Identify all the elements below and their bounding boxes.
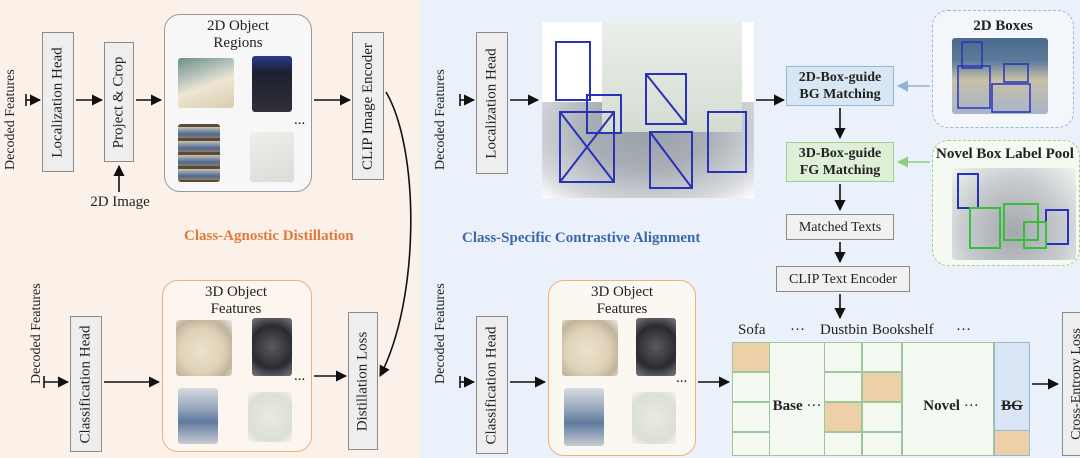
decoded-features-label-left-bottom: Decoded Features <box>29 283 44 384</box>
grid-cell-bookshelf-row4 <box>862 432 902 456</box>
decoded-features-label-right-top: Decoded Features <box>433 69 448 170</box>
dustbin-region-image <box>252 56 292 112</box>
bookshelf-point-cloud-left <box>178 388 218 444</box>
fg-matching-box: 3D-Box-guide FG Matching <box>786 142 894 182</box>
sofa-point-cloud-left <box>176 320 232 376</box>
two-d-image-label: 2D Image <box>90 194 150 210</box>
cross-entropy-loss: Cross-Entropy Loss <box>1062 312 1080 456</box>
two-d-boxes-title: 2D Boxes <box>973 18 1033 34</box>
grid-cell-sofa-row1 <box>732 342 770 372</box>
localization-head-right: Localization Head <box>476 32 508 174</box>
clip-image-encoder: CLIP Image Encoder <box>352 32 384 180</box>
grid-cell-col1-row4 <box>732 432 770 456</box>
decoded-features-label-right-bottom: Decoded Features <box>433 283 448 384</box>
object-features-title-left: 3D Object Features <box>204 284 268 317</box>
grid-cell-novel-block <box>902 342 994 456</box>
background-point-cloud-left <box>248 392 292 442</box>
dustbin-point-cloud-left <box>252 318 292 376</box>
label-dustbin: Dustbin <box>820 322 868 338</box>
grid-cell-bookshelf-row1 <box>862 342 902 372</box>
sofa-point-cloud-right <box>562 320 618 376</box>
label-ellipsis-a: ··· <box>790 322 805 338</box>
grid-cell-col1-row3 <box>732 402 770 432</box>
classification-head-left: Classification Head <box>70 316 102 452</box>
grid-cell-dustbin-row2 <box>824 372 862 402</box>
object-ellipsis-right: ... <box>676 370 688 386</box>
grid-cell-dustbin-row3 <box>824 402 862 432</box>
novel-pool-image <box>952 168 1076 260</box>
novel-pool-title: Novel Box Label Pool <box>936 146 1074 162</box>
bookshelf-region-image <box>178 124 220 182</box>
class-specific-caption: Class-Specific Contrastive Alignment <box>462 230 701 246</box>
dustbin-point-cloud-right <box>636 318 676 376</box>
grid-label-base: Base ··· <box>772 398 822 414</box>
bg-matching-box: 2D-Box-guide BG Matching <box>786 66 894 106</box>
decoded-features-label-left-top: Decoded Features <box>3 69 18 170</box>
object-ellipsis-left: ... <box>294 368 306 384</box>
matched-texts-box: Matched Texts <box>786 214 894 240</box>
grid-cell-bookshelf-row3 <box>862 402 902 432</box>
two-d-boxes-image <box>952 38 1048 114</box>
project-crop-box: Project & Crop <box>104 42 134 162</box>
label-sofa: Sofa <box>738 322 766 338</box>
label-ellipsis-b: ··· <box>956 322 971 338</box>
distillation-loss: Distillation Loss <box>348 312 378 450</box>
grid-cell-bg-bottom <box>994 430 1030 456</box>
object-regions-title: 2D Object Regions <box>206 18 270 51</box>
localization-head-left: Localization Head <box>42 32 74 172</box>
clip-text-encoder-box: CLIP Text Encoder <box>776 266 910 292</box>
scene-wall-fill <box>602 22 742 132</box>
scene-point-cloud <box>542 22 754 198</box>
grid-cell-col1-row2 <box>732 372 770 402</box>
classification-head-right: Classification Head <box>476 316 508 454</box>
background-region-image <box>250 132 294 182</box>
grid-label-bg: BG <box>1001 398 1023 414</box>
label-bookshelf: Bookshelf <box>872 322 934 338</box>
grid-cell-dustbin-col <box>824 342 862 372</box>
sofa-region-image <box>178 58 234 108</box>
grid-cell-dustbin-row4 <box>824 432 862 456</box>
bookshelf-point-cloud-right <box>564 388 604 446</box>
class-agnostic-caption: Class-Agnostic Distillation <box>184 228 354 244</box>
grid-label-novel: Novel ··· <box>923 398 979 414</box>
region-ellipsis: ... <box>294 112 306 128</box>
grid-cell-bookshelf-row2 <box>862 372 902 402</box>
object-features-title-right: 3D Object Features <box>590 284 654 317</box>
background-point-cloud-right <box>632 392 676 444</box>
